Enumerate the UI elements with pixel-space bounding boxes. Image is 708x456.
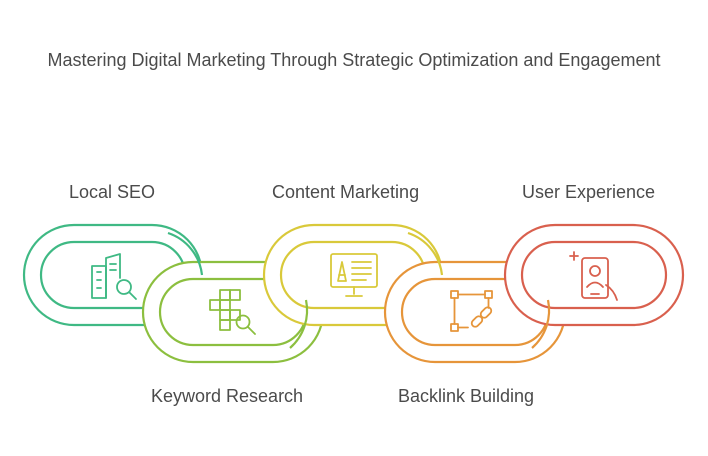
crossword-search-icon	[209, 289, 256, 335]
label-content-marketing: Content Marketing	[272, 182, 420, 202]
link-nodes-icon	[450, 290, 493, 332]
overlap-orange	[531, 299, 551, 349]
label-user-experience: User Experience	[522, 182, 656, 202]
overlap-yellow	[407, 231, 444, 276]
building-search-icon	[91, 253, 137, 300]
overlap-green	[167, 231, 204, 276]
diagram-title: Mastering Digital Marketing Through Stra…	[47, 50, 661, 70]
label-backlink-building: Backlink Building	[398, 386, 535, 406]
label-local-seo: Local SEO	[69, 182, 156, 202]
phone-user-icon	[569, 251, 618, 301]
label-keyword-research: Keyword Research	[151, 386, 304, 406]
chain-link-user-experience	[503, 223, 685, 327]
monitor-content-icon	[330, 253, 378, 297]
overlap-olive	[289, 299, 309, 349]
